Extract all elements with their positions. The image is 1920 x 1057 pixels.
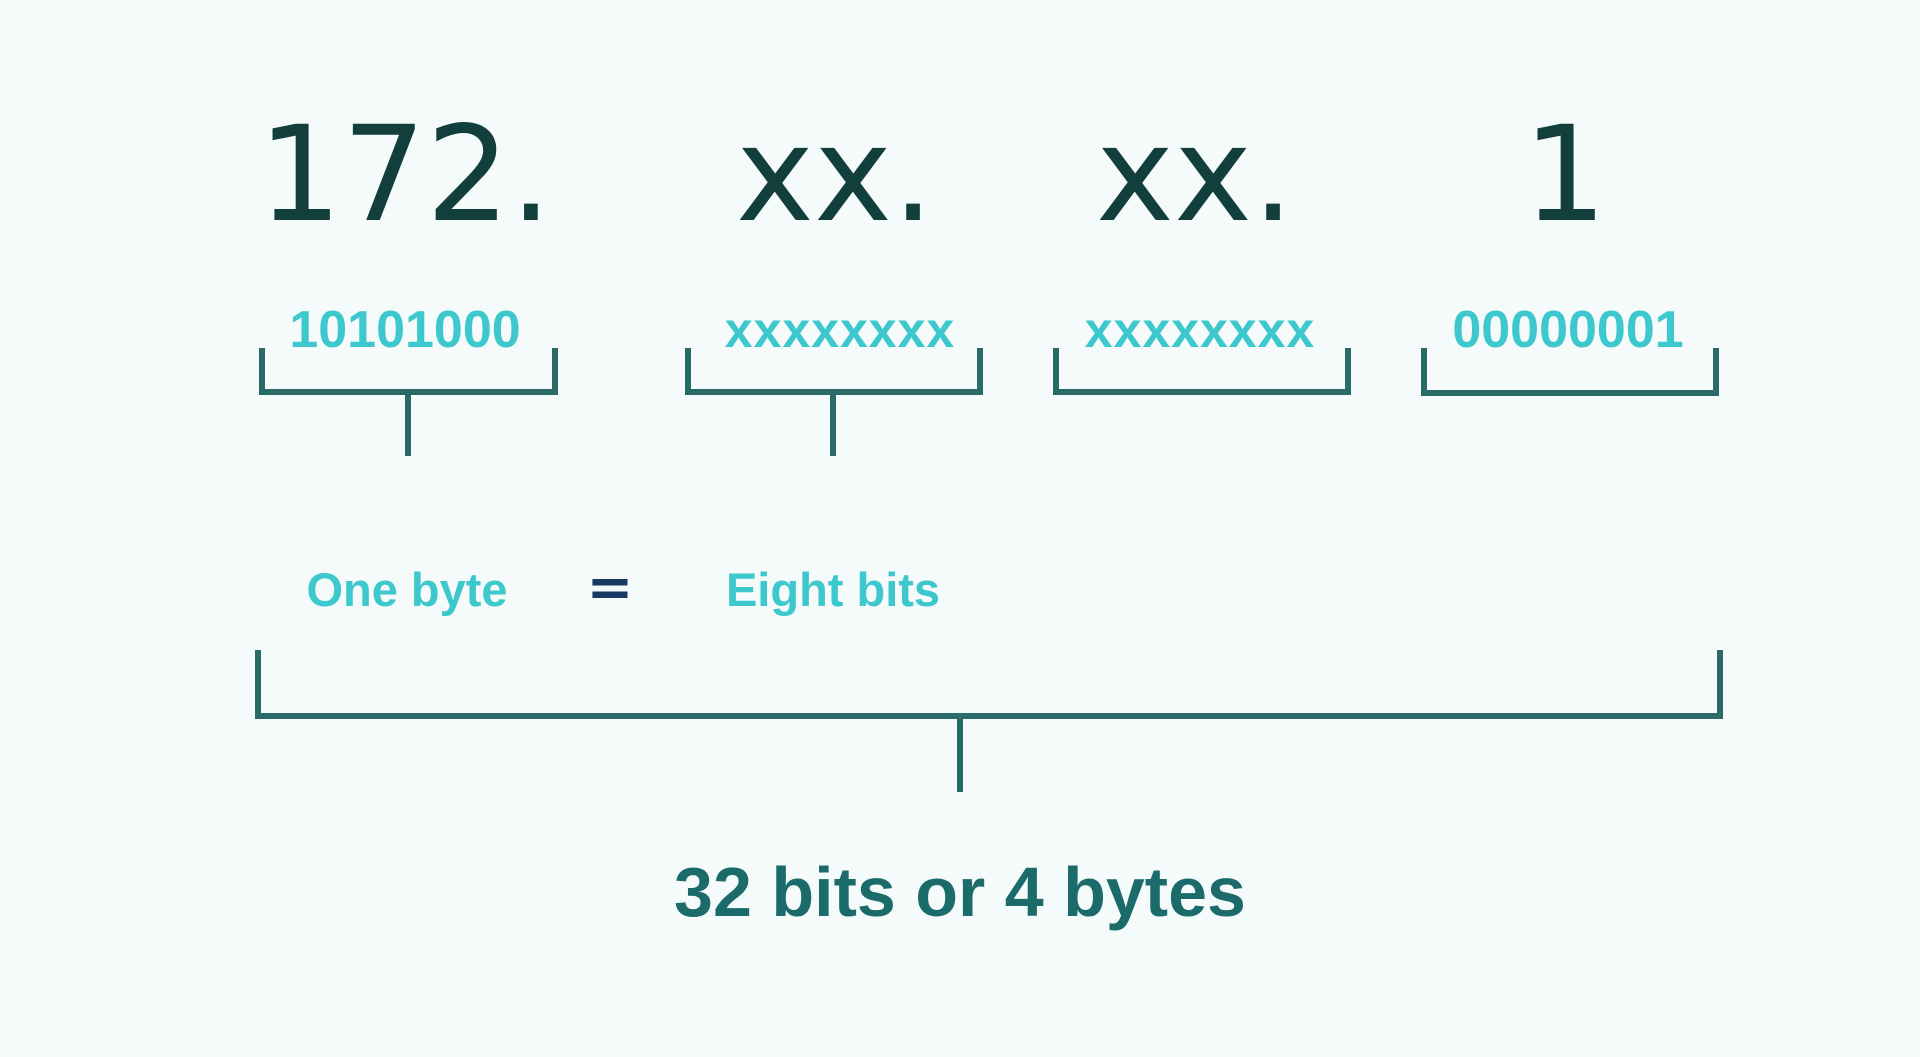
one-byte-label: One byte [306, 563, 508, 616]
octet-2-decimal: xx. [735, 98, 935, 252]
total-label: 32 bits or 4 bytes [674, 853, 1246, 931]
octet-3-decimal: xx. [1095, 98, 1295, 252]
octet-2-binary: xxxxxxxx [724, 302, 956, 358]
octet-4-decimal: 1 [1523, 98, 1607, 252]
total-bracket [255, 650, 1723, 719]
octet-4-binary: 00000001 [1452, 301, 1684, 359]
octet-3-bracket [1053, 348, 1351, 395]
octet-3-binary: xxxxxxxx [1084, 302, 1316, 358]
equals-sign: = [586, 555, 634, 620]
octet-1-binary: 10101000 [289, 301, 521, 359]
octet-4-bracket [1421, 348, 1719, 396]
octet-2-bracket [685, 348, 983, 395]
octet-1-decimal: 172. [258, 98, 552, 252]
octet-1-bracket [259, 348, 558, 395]
eight-bits-label: Eight bits [725, 563, 941, 616]
